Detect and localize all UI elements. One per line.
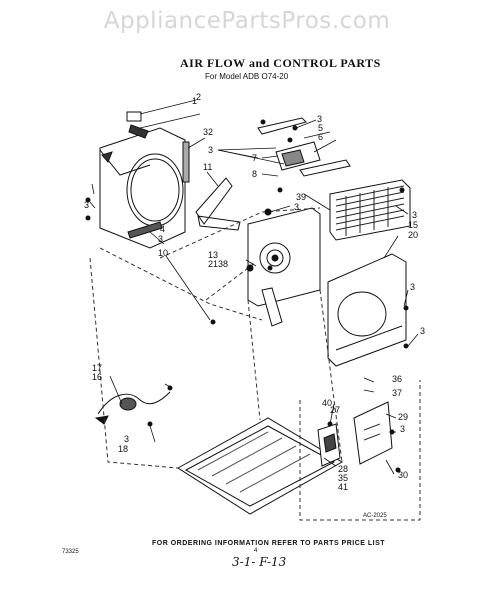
- callout-27: 27: [330, 405, 340, 415]
- callout-1: 1: [192, 96, 197, 106]
- callout-3: 3: [410, 282, 415, 292]
- callout-3: 3: [208, 145, 213, 155]
- callout-37: 37: [392, 388, 402, 398]
- callout-39: 39: [296, 192, 306, 202]
- bracket-part: [195, 177, 241, 231]
- callout-21: 21: [208, 259, 218, 269]
- callout-6: 6: [318, 132, 323, 142]
- callout-10: 10: [158, 248, 168, 258]
- shroud-part: [99, 127, 186, 249]
- callout-7: 7: [252, 153, 257, 163]
- callout-30: 30: [398, 470, 408, 480]
- callout-3: 3: [124, 434, 129, 444]
- callout-20: 20: [408, 230, 418, 240]
- doc-code: 73325: [62, 549, 79, 555]
- callout-18: 18: [118, 444, 128, 454]
- callout-16: 16: [92, 372, 102, 382]
- diagram-title: AIR FLOW and CONTROL PARTS: [180, 56, 381, 70]
- callout-3: 3: [158, 234, 163, 244]
- base-pan-part: [177, 417, 343, 515]
- top-block-part: [126, 111, 142, 122]
- handwritten-note: 3-1- F-13: [232, 555, 287, 569]
- callout-11: 11: [203, 162, 212, 172]
- fan-plate-part: [247, 207, 321, 327]
- power-cord-part: [94, 391, 171, 425]
- callout-40: 40: [322, 398, 332, 408]
- callout-28: 28: [338, 464, 348, 474]
- callout-3: 3: [400, 424, 405, 434]
- ordering-footer: FOR ORDERING INFORMATION REFER TO PARTS …: [152, 540, 386, 547]
- callout-3: 3: [294, 202, 299, 212]
- callout-8: 8: [252, 169, 257, 179]
- callout-29: 29: [398, 412, 408, 422]
- callout-5: 5: [318, 123, 323, 133]
- control-box-part: [317, 401, 393, 467]
- callout-38: 38: [218, 259, 228, 269]
- page-number: 4: [254, 548, 258, 554]
- callout-41: 41: [338, 482, 348, 492]
- damper-panel-part: [327, 253, 407, 367]
- callout-3: 3: [317, 114, 322, 124]
- drawing-code: AC-2025: [363, 513, 387, 519]
- callout-17: 17: [92, 363, 102, 373]
- watermark-text: AppliancePartsPros.com: [103, 8, 391, 34]
- callout-4: 4: [160, 224, 165, 234]
- callout-13: 13: [208, 250, 218, 260]
- strip-part: [182, 141, 190, 183]
- callout-36: 36: [392, 374, 402, 384]
- callout-3: 3: [412, 210, 417, 220]
- diagram-subtitle: For Model ADB O74-20: [205, 72, 289, 81]
- callout-3: 3: [84, 200, 89, 210]
- callout-35: 35: [338, 473, 348, 483]
- callout-15: 15: [408, 220, 418, 230]
- callout-3: 3: [420, 326, 425, 336]
- callout-2: 2: [196, 92, 201, 102]
- callout-32: 32: [203, 127, 213, 137]
- grille-part: [329, 179, 411, 241]
- control-top-part: [257, 117, 307, 135]
